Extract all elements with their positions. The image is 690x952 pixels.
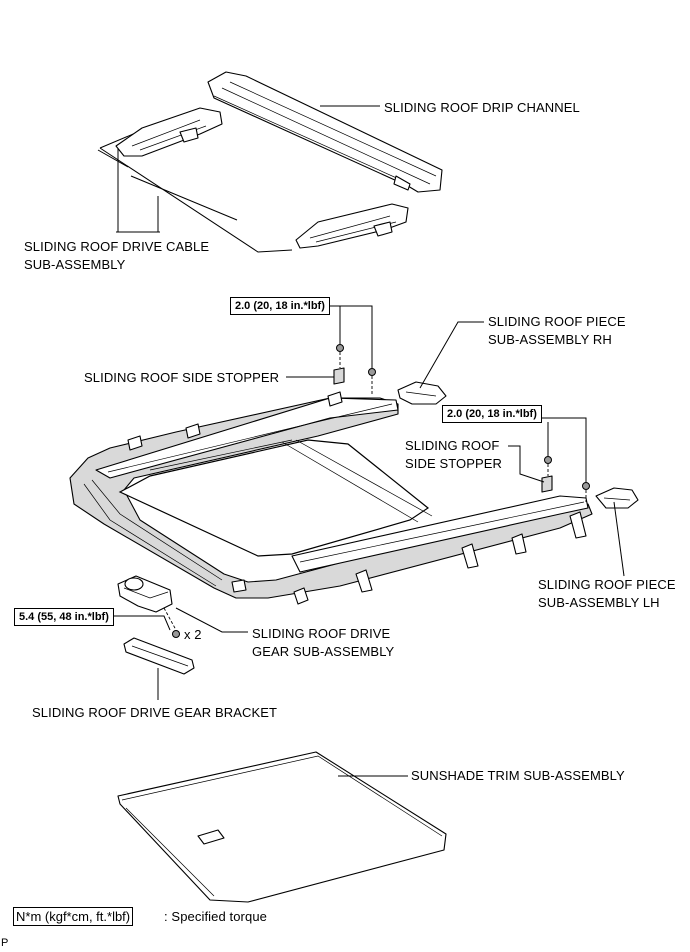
drip-channel-part [207,71,443,193]
corner-mark: P [1,937,9,949]
label-quantity: x 2 [184,627,202,642]
cable-guide-lower [295,203,409,249]
legend-unit-box: N*m (kgf*cm, ft.*lbf) [13,907,134,926]
label-piece-rh-line1: SLIDING ROOF PIECE [488,314,626,329]
roof-piece-lh-part [595,487,639,509]
drive-gear-part [117,575,180,638]
sunshade-part [117,751,447,903]
label-drive-gear-bracket: SLIDING ROOF DRIVE GEAR BRACKET [32,705,278,720]
sliding-roof-housing [69,391,593,605]
label-side-stopper-top: SLIDING ROOF SIDE STOPPER [84,370,280,385]
label-side-stopper-right-line1: SLIDING ROOF [405,438,500,453]
label-drive-cable-line1: SLIDING ROOF DRIVE CABLE [24,239,210,254]
side-stopper-right-part [541,475,553,493]
label-sunshade: SUNSHADE TRIM SUB-ASSEMBLY [411,768,625,783]
side-stopper-top-part [333,367,345,385]
label-piece-lh-line2: SUB-ASSEMBLY LH [538,595,660,610]
label-drip-channel: SLIDING ROOF DRIP CHANNEL [384,100,580,115]
label-drive-cable-line2: SUB-ASSEMBLY [24,257,126,272]
label-piece-rh-line2: SUB-ASSEMBLY RH [488,332,612,347]
torque-spec-top: 2.0 (20, 18 in.*lbf) [230,297,330,315]
drive-gear-bracket-part [123,637,195,675]
leader-lines [60,105,625,777]
label-side-stopper-right-line2: SIDE STOPPER [405,456,503,471]
label-drive-gear-line2: GEAR SUB-ASSEMBLY [252,644,395,659]
roof-piece-rh-part [397,381,447,405]
torque-spec-left: 5.4 (55, 48 in.*lbf) [14,608,114,626]
bolts-right [530,417,590,502]
torque-spec-right: 2.0 (20, 18 in.*lbf) [442,405,542,423]
label-piece-lh-line1: SLIDING ROOF PIECE [538,577,676,592]
legend-description: : Specified torque [164,909,267,924]
label-drive-gear-line1: SLIDING ROOF DRIVE [252,626,391,641]
cable-guide-upper [115,107,223,157]
